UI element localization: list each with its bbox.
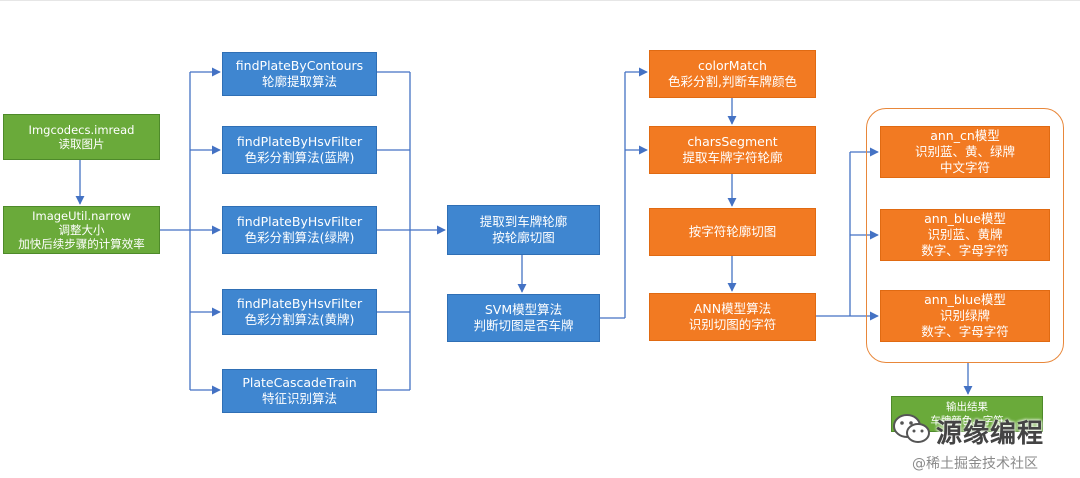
charssegment-box: charsSegment 提取车牌字符轮廓 — [649, 126, 816, 174]
watermark-credit: @稀土掘金技术社区 — [912, 456, 1038, 472]
svm-box: SVM模型算法 判断切图是否车牌 — [447, 294, 600, 342]
locate-contours-title: findPlateByContours — [235, 58, 364, 73]
svm-desc: 判断切图是否车牌 — [473, 318, 574, 333]
locate-contours-box: findPlateByContours 轮廓提取算法 — [222, 52, 377, 96]
ann-algorithm-title: ANN模型算法 — [693, 301, 772, 316]
narrow-box: ImageUtil.narrow 调整大小 加快后续步骤的计算效率 — [3, 206, 160, 254]
ann-blue-2-chars: 数字、字母字符 — [921, 324, 1009, 339]
narrow-title: ImageUtil.narrow — [32, 209, 131, 223]
ann-cn-title: ann_cn模型 — [930, 128, 1000, 143]
ann-cn-chars: 中文字符 — [939, 160, 990, 175]
ann-blue-box-2: ann_blue模型 识别绿牌 数字、字母字符 — [880, 290, 1050, 342]
imread-title: Imgcodecs.imread — [28, 123, 135, 137]
crop-desc: 按轮廓切图 — [492, 230, 555, 245]
ann-blue-1-desc: 识别蓝、黄牌 — [927, 227, 1003, 242]
slice-title: 按字符轮廓切图 — [688, 224, 777, 239]
crop-box: 提取到车牌轮廓 按轮廓切图 — [447, 205, 600, 255]
colormatch-box: colorMatch 色彩分割,判断车牌颜色 — [649, 50, 816, 98]
locate-hsv-green-box: findPlateByHsvFilter 色彩分割算法(绿牌) — [222, 206, 377, 254]
narrow-desc-1: 调整大小 — [58, 223, 105, 237]
colormatch-title: colorMatch — [698, 58, 767, 73]
locate-hsv-green-desc: 色彩分割算法(绿牌) — [244, 230, 355, 245]
ann-blue-2-desc: 识别绿牌 — [939, 308, 990, 323]
locate-cascade-title: PlateCascadeTrain — [242, 375, 357, 390]
output-desc: 车牌颜色、字符 — [930, 415, 1004, 427]
ann-cn-box: ann_cn模型 识别蓝、黄、绿牌 中文字符 — [880, 126, 1050, 178]
locate-cascade-desc: 特征识别算法 — [261, 391, 337, 406]
ann-algorithm-desc: 识别切图的字符 — [688, 317, 777, 332]
top-divider — [0, 0, 1080, 1]
locate-hsv-blue-title: findPlateByHsvFilter — [236, 134, 363, 149]
locate-hsv-yellow-desc: 色彩分割算法(黄牌) — [244, 312, 355, 327]
colormatch-desc: 色彩分割,判断车牌颜色 — [668, 74, 797, 89]
wechat-logo-icon — [893, 414, 930, 443]
crop-title: 提取到车牌轮廓 — [479, 214, 568, 229]
output-title: 输出结果 — [946, 401, 988, 413]
narrow-desc-2: 加快后续步骤的计算效率 — [18, 237, 145, 251]
slice-box: 按字符轮廓切图 — [649, 208, 816, 256]
ann-blue-box-1: ann_blue模型 识别蓝、黄牌 数字、字母字符 — [880, 209, 1050, 261]
charssegment-desc: 提取车牌字符轮廓 — [682, 150, 783, 165]
ann-model-group — [866, 108, 1064, 363]
watermark-title: 源缘编程 — [936, 419, 1045, 449]
locate-hsv-blue-desc: 色彩分割算法(蓝牌) — [244, 150, 355, 165]
ann-blue-2-title: ann_blue模型 — [924, 292, 1006, 307]
ann-blue-1-chars: 数字、字母字符 — [921, 243, 1009, 258]
locate-hsv-yellow-title: findPlateByHsvFilter — [236, 296, 363, 311]
svm-title: SVM模型算法 — [484, 302, 563, 317]
locate-cascade-box: PlateCascadeTrain 特征识别算法 — [222, 369, 377, 413]
locate-hsv-green-title: findPlateByHsvFilter — [236, 214, 363, 229]
ann-blue-1-title: ann_blue模型 — [924, 211, 1006, 226]
locate-hsv-yellow-box: findPlateByHsvFilter 色彩分割算法(黄牌) — [222, 289, 377, 335]
ann-cn-desc: 识别蓝、黄、绿牌 — [914, 144, 1015, 159]
ann-algorithm-box: ANN模型算法 识别切图的字符 — [649, 293, 816, 341]
imread-box: Imgcodecs.imread 读取图片 — [3, 114, 160, 160]
charssegment-title: charsSegment — [687, 134, 778, 149]
imread-desc: 读取图片 — [58, 137, 105, 151]
locate-contours-desc: 轮廓提取算法 — [261, 74, 337, 89]
locate-hsv-blue-box: findPlateByHsvFilter 色彩分割算法(蓝牌) — [222, 126, 377, 174]
